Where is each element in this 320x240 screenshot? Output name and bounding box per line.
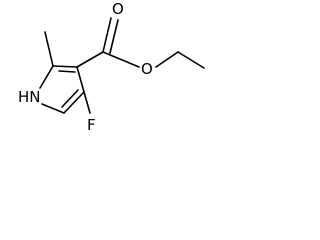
bond-c2-c3-inner bbox=[58, 70, 76, 73]
bond-c3-carbonyl-carbon bbox=[76, 51, 104, 68]
bond-c2-methyl bbox=[44, 31, 54, 67]
bond-carbonyl-double-2 bbox=[109, 19, 119, 54]
bond-c5-n1 bbox=[41, 103, 65, 114]
bond-c4-c5-inner bbox=[61, 89, 79, 108]
bond-carbonyl-double-1 bbox=[102, 17, 112, 53]
bond-set bbox=[39, 17, 205, 114]
bond-c4-fluorine bbox=[83, 91, 91, 114]
atom-label-carbonyl-oxygen: O bbox=[112, 0, 124, 18]
atom-labels: HN O O F bbox=[18, 0, 153, 134]
bond-c3-c4 bbox=[76, 66, 85, 93]
atom-label-fluorine: F bbox=[87, 116, 96, 134]
bond-ester-oxygen-ch2 bbox=[155, 51, 179, 68]
bond-carbonyl-ester-oxygen bbox=[102, 51, 140, 68]
bond-ch2-ch3 bbox=[177, 51, 205, 69]
bond-c2-c3 bbox=[52, 65, 78, 68]
bond-n1-c2 bbox=[39, 65, 54, 89]
atom-label-ester-oxygen: O bbox=[141, 60, 153, 78]
chemical-structure-diagram: HN O O F bbox=[18, 0, 205, 134]
bond-c4-c5 bbox=[63, 91, 85, 114]
atom-label-nh: HN bbox=[18, 88, 41, 106]
